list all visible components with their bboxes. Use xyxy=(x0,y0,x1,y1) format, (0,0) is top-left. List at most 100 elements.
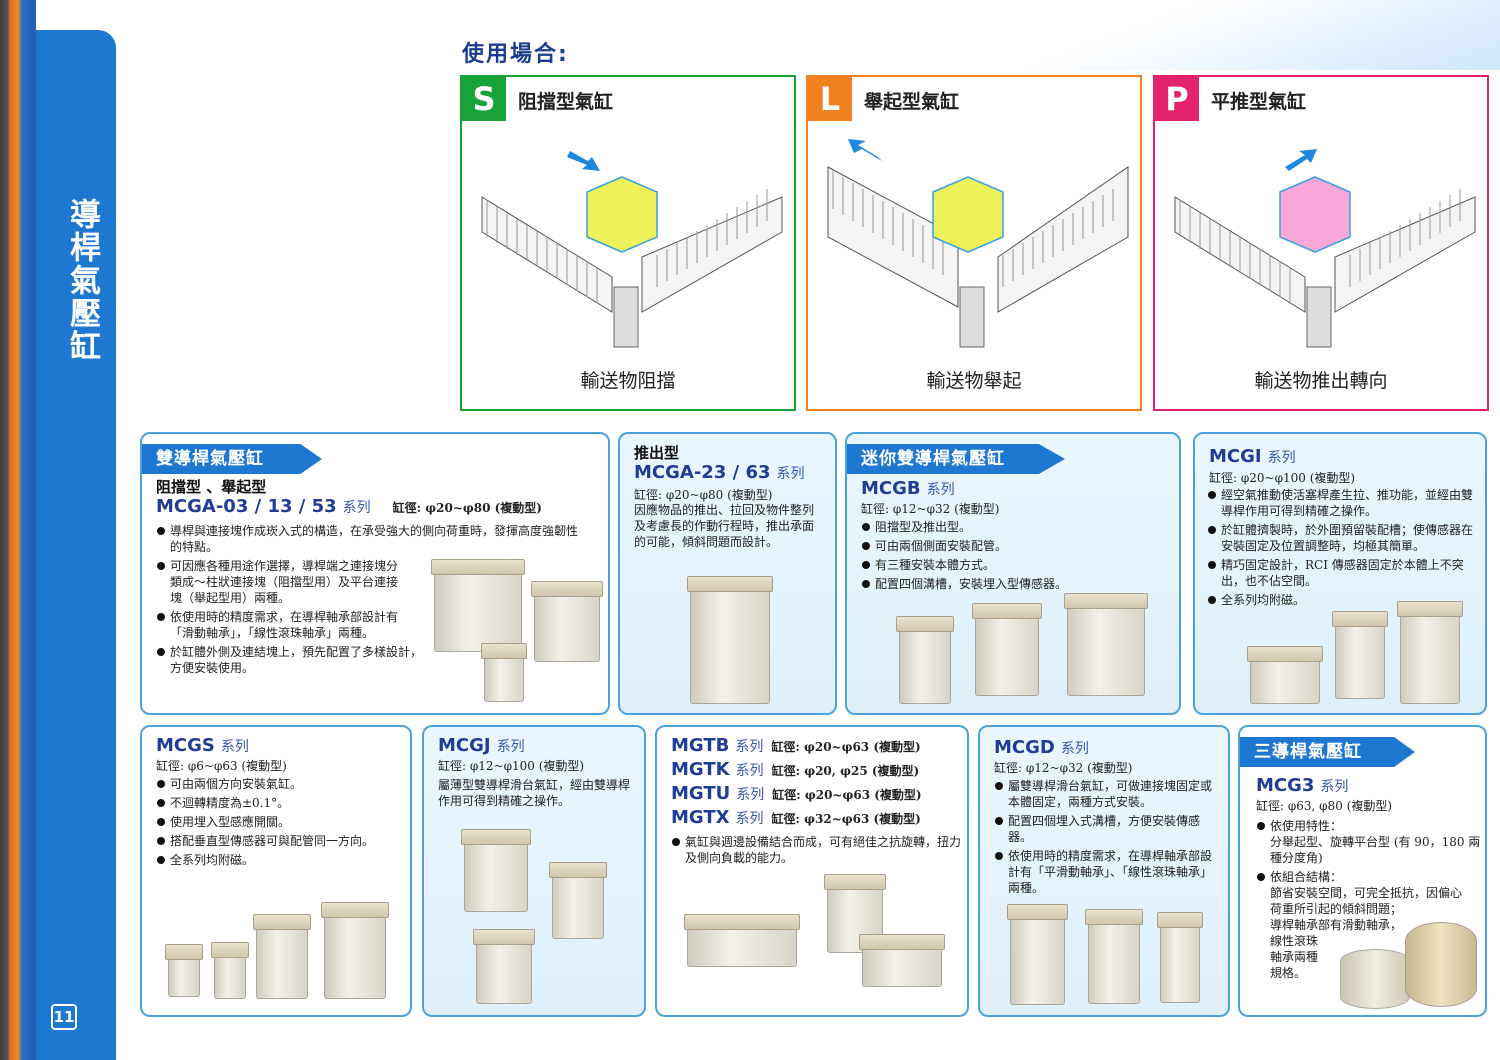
feature-text: 節省安裝空間，可完全抵抗，因偏心 xyxy=(1270,886,1463,900)
feature: 全系列均附磁。 xyxy=(1207,592,1477,608)
usage-scene-s: S 阻擋型氣缸 輸送物阻擋 xyxy=(460,75,796,411)
cargo-box xyxy=(932,176,1004,253)
feature: 使用埋入型感應開關。 xyxy=(156,814,406,830)
feature-list: 可由兩個方向安裝氣缸。 不迴轉精度為±0.1°。 使用埋入型感應開關。 搭配垂直… xyxy=(156,773,406,868)
product-image xyxy=(473,929,535,1004)
feature: 依使用時的精度需求，在導桿軸承部設計有「滑動軸承」，「線性滾珠軸承」兩種。 xyxy=(156,609,406,641)
feature-text: 荷重所引起的傾斜問題； xyxy=(1270,902,1403,916)
conveyor-illustration xyxy=(481,151,783,348)
scene-title: 舉起型氣缸 xyxy=(864,91,960,113)
feature-heading: 依組合結構： xyxy=(1270,870,1343,884)
bore-spec: 缸徑: φ32~φ63 (複動型) xyxy=(771,812,921,826)
product-image xyxy=(461,829,531,912)
product-image xyxy=(1340,949,1410,1009)
cylinder-icon xyxy=(959,286,985,348)
scene-title: 平推型氣缸 xyxy=(1211,91,1307,113)
description: 因應物品的推出、拉回及物件整列及考慮長的作動行程時，推出承面的可能，傾斜問題而設… xyxy=(634,503,815,549)
feature-list: 氣缸與週邊設備結合而成，可有絕佳之抗旋轉，扭力及側向負載的能力。 xyxy=(671,831,961,866)
feature: 搭配垂直型傳感器可與配管同一方向。 xyxy=(156,833,406,849)
series-label: 系列 xyxy=(735,763,764,779)
feature: 不迴轉精度為±0.1°。 xyxy=(156,795,406,811)
series-label: 系列 xyxy=(735,811,764,827)
bore-spec: 缸徑: φ12~φ32 (複動型) xyxy=(994,761,1133,775)
model-name: MGTB xyxy=(671,735,730,756)
bore-spec: 缸徑: φ63, φ80 (複動型) xyxy=(1256,799,1393,813)
scene-caption: 輸送物舉起 xyxy=(926,370,1022,392)
feature-list: 經空氣推動使活塞桿產生拉、推功能，並經由雙導桿作用可得到精確之操作。 於缸體擠製… xyxy=(1207,484,1477,608)
bore-spec: 缸徑: φ20~φ63 (複動型) xyxy=(771,740,921,754)
scene-badge: L xyxy=(808,77,852,121)
bore-spec: 缸徑: φ20~φ80 (複動型) xyxy=(634,488,773,502)
scene-caption: 輸送物推出轉向 xyxy=(1254,370,1388,392)
product-image xyxy=(684,914,800,967)
series-label: 系列 xyxy=(1320,779,1349,795)
product-image xyxy=(253,914,311,999)
product-image xyxy=(1157,912,1203,1003)
product-image xyxy=(1247,646,1323,704)
product-image xyxy=(549,862,607,939)
section-ribbon: 三導桿氣壓缸 xyxy=(1240,737,1415,767)
series-label: 系列 xyxy=(342,500,371,516)
model-name: MCGD xyxy=(994,737,1055,758)
product-image xyxy=(972,603,1042,696)
product-image xyxy=(481,643,527,702)
series-label: 系列 xyxy=(1267,450,1296,466)
feature-text: 軸承兩種 xyxy=(1270,950,1319,964)
feature-text: 線性滾珠 xyxy=(1270,934,1319,948)
feature: 配置四個溝槽，安裝埋入型傳感器。 xyxy=(861,576,1171,592)
side-tab-title: 導桿氣壓缸 xyxy=(64,198,100,363)
feature-list: 屬雙導桿滑台氣缸，可做連接塊固定或本體固定，兩種方式安裝。 配置四個埋入式溝槽，… xyxy=(994,775,1222,896)
model-name: MGTX xyxy=(671,807,730,828)
product-image xyxy=(1405,922,1477,1007)
product-image xyxy=(1007,904,1068,1005)
subtitle: 阻擋型 、舉起型 xyxy=(156,478,267,496)
model-name: MCG3 xyxy=(1256,775,1315,796)
usage-scene-p: P 平推型氣缸 輸送物推出轉向 xyxy=(1153,75,1489,411)
bore-spec: 缸徑: φ12~φ100 (複動型) xyxy=(438,759,585,773)
feature-text: 規格。 xyxy=(1270,966,1307,980)
model-title: MGTK 系列缸徑: φ20, φ25 (複動型) xyxy=(671,759,919,780)
series-label: 系列 xyxy=(926,482,955,498)
product-image xyxy=(1085,909,1143,1004)
scene-title: 阻擋型氣缸 xyxy=(518,91,614,113)
feature: 可由兩個側面安裝配管。 xyxy=(861,538,1171,554)
section-ribbon: 迷你雙導桿氣壓缸 xyxy=(847,444,1065,474)
series-label: 系列 xyxy=(220,739,249,755)
bore-spec: 缸徑: φ12~φ32 (複動型) xyxy=(861,502,1000,516)
model-name: MCGI xyxy=(1209,446,1262,467)
model-name: MGTK xyxy=(671,759,730,780)
model-title: MCGS 系列 xyxy=(156,735,249,756)
feature: 經空氣推動使活塞桿產生拉、推功能，並經由雙導桿作用可得到精確之操作。 xyxy=(1207,487,1477,519)
direction-arrow-icon xyxy=(848,139,882,161)
feature: 屬雙導桿滑台氣缸，可做連接塊固定或本體固定，兩種方式安裝。 xyxy=(994,778,1222,810)
model-name: MGTU xyxy=(671,783,731,804)
feature: 於缸體外側及連結塊上，預先配置了多樣設計，方便安裝使用。 xyxy=(156,644,426,676)
product-image xyxy=(1064,593,1148,696)
feature: 導桿與連接塊作成崁入式的構造，在承受強大的側向荷重時，發揮高度強韌性的特點。 xyxy=(156,523,586,555)
feature-list: 導桿與連接塊作成崁入式的構造，在承受強大的側向荷重時，發揮高度強韌性的特點。 可… xyxy=(156,520,586,676)
section-ribbon: 雙導桿氣壓缸 xyxy=(142,444,322,474)
feature: 配置四個埋入式溝槽，方便安裝傳感器。 xyxy=(994,813,1222,845)
product-image xyxy=(1397,601,1463,704)
series-label: 系列 xyxy=(1060,741,1089,757)
feature: 阻擋型及推出型。 xyxy=(861,519,1171,535)
model-name: MCGS xyxy=(156,735,215,756)
bore-spec: 缸徑: φ20, φ25 (複動型) xyxy=(771,764,920,778)
product-image xyxy=(687,576,773,704)
feature: 依組合結構：節省安裝空間，可完全抵抗，因偏心荷重所引起的傾斜問題；導桿軸承部有滑… xyxy=(1256,869,1484,981)
conveyor-illustration xyxy=(1174,149,1476,348)
product-image xyxy=(321,902,389,999)
model-title: MGTX 系列缸徑: φ32~φ63 (複動型) xyxy=(671,807,921,828)
series-label: 系列 xyxy=(776,466,805,482)
product-image xyxy=(531,581,603,662)
